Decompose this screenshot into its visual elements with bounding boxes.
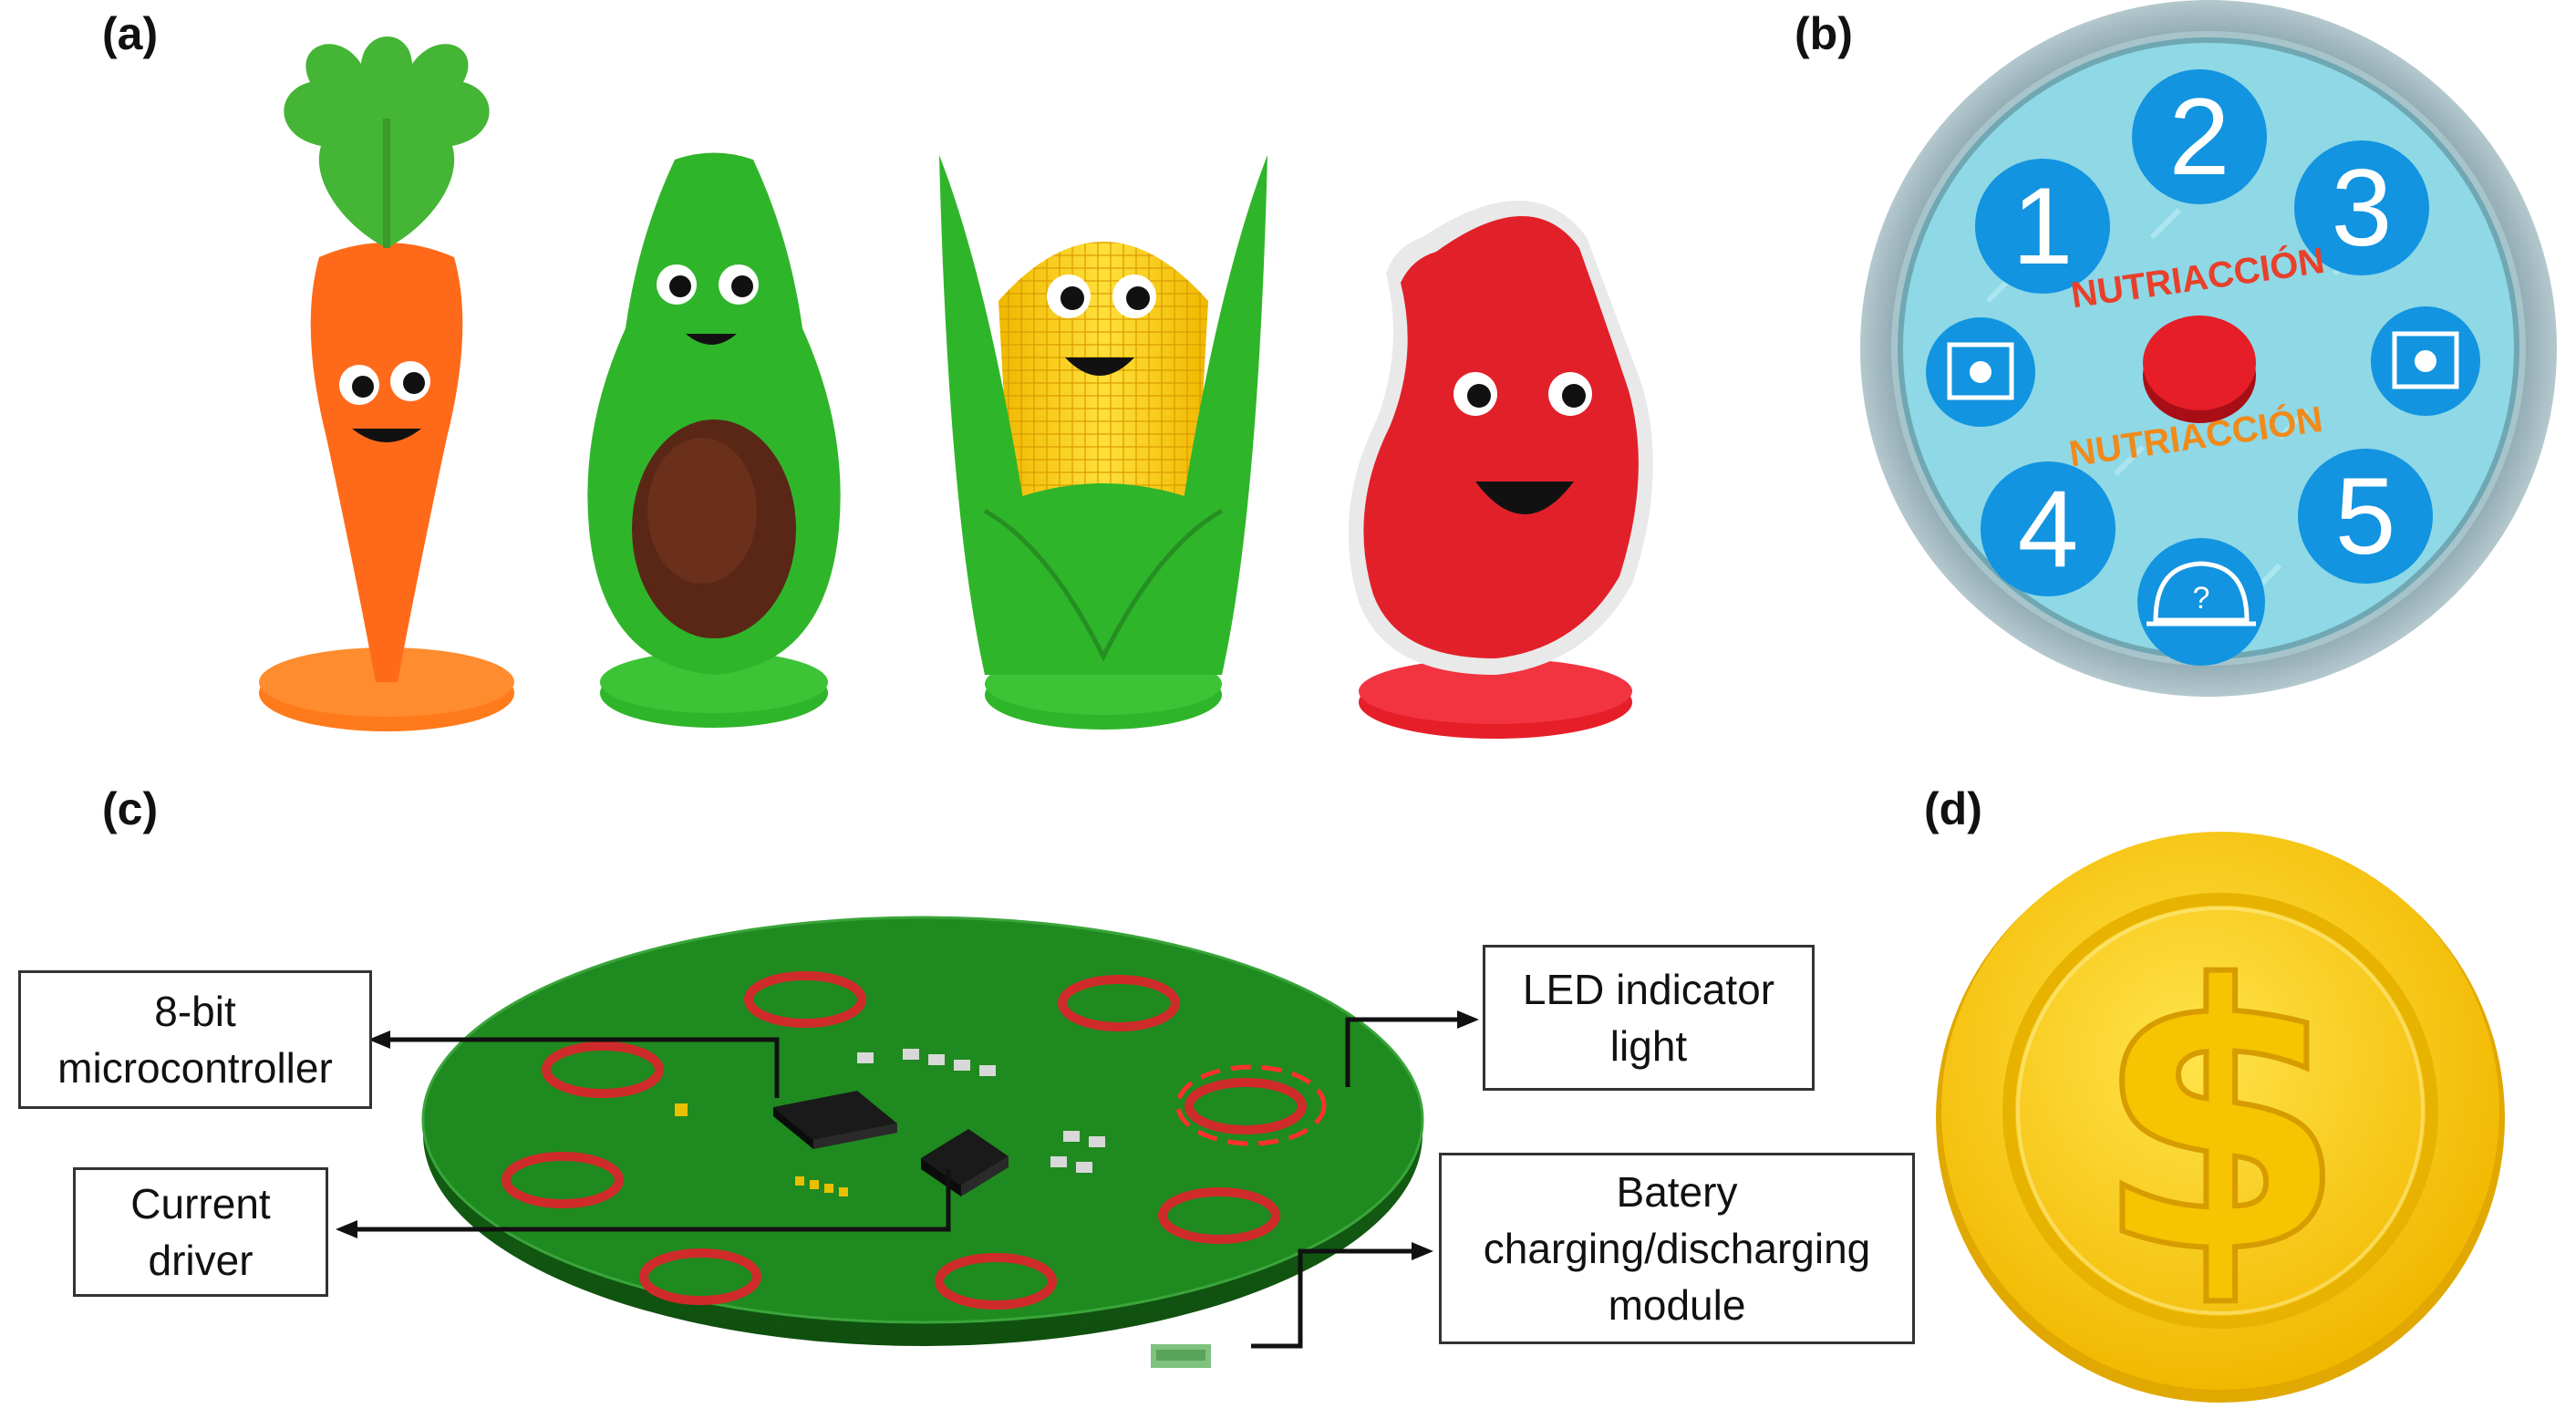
token-4-label: 4 [2018,468,2079,590]
callout-led-line2: light [1609,1022,1688,1070]
cloche-icon [2153,561,2250,623]
led-ring [542,1041,664,1098]
pcb-board [421,916,1424,1368]
led-leader [1345,1017,1470,1087]
callout-driver-line1: Current [130,1179,271,1227]
callout-microcontroller-line2: microcontroller [57,1044,333,1092]
callout-battery-line3: module [1608,1281,1746,1330]
battery-module-connector [1151,1344,1211,1368]
coin-token: $ [1936,832,2505,1403]
microcontroller-leader [376,1037,780,1098]
leader-lines [336,1010,1479,1349]
callout-battery-line2: charging/discharging [1483,1224,1871,1272]
microcontroller-chip [773,1091,897,1149]
led-ring [1058,975,1180,1031]
led-arrowhead [1457,1010,1479,1029]
token-3-label: 3 [2332,147,2393,269]
shop-icon [1947,342,2014,400]
driver-arrowhead [336,1220,357,1238]
token-4: 4 [1981,461,2116,596]
avocado-piece [587,152,841,728]
led-ring [502,1152,624,1208]
callout-led-indicator: LED indicator light [1483,945,1815,1091]
mystery-label: ? [2193,581,2210,616]
panel-label-c: (c) [102,783,159,834]
callout-microcontroller: 8-bit microcontroller [18,970,372,1109]
panel-label-b: (b) [1795,8,1853,59]
token-2: 2 [2132,69,2267,204]
led-ring [639,1248,761,1305]
center-red-button [2143,316,2256,423]
shop-token-right [2371,306,2480,416]
panel-label-a: (a) [102,8,159,59]
callout-current-driver: Current driver [73,1167,328,1297]
led-ring [935,1253,1057,1310]
corn-piece [939,155,1267,730]
token-1: 1 [1975,159,2110,294]
led-ring [1158,1187,1280,1244]
meat-piece [1348,201,1653,739]
callout-driver-line2: driver [148,1237,253,1284]
led-ring [1185,1078,1307,1134]
led-ring [744,971,866,1028]
token-5: 5 [2298,449,2433,584]
current-driver-chip [921,1129,1009,1196]
carrot-piece [259,36,514,731]
battery-leader [1251,1248,1424,1349]
battery-arrowhead [1412,1242,1433,1260]
driver-leader [343,1169,951,1232]
token-5-label: 5 [2335,455,2396,577]
shop-icon [2392,331,2459,389]
dollar-sign-icon: $ [2094,910,2347,1334]
mystery-token: ? [2137,538,2265,666]
led-indicator-highlight [1175,1064,1327,1146]
token-1-label: 1 [2012,165,2074,287]
token-3: 3 [2294,140,2429,275]
shop-token-left [1926,317,2035,427]
token-2-label: 2 [2169,76,2230,198]
callout-battery-line1: Batery [1616,1167,1738,1216]
panel-label-d: (d) [1924,783,1982,834]
callout-microcontroller-line1: 8-bit [154,987,236,1035]
callout-battery-module: Batery charging/discharging module [1439,1153,1915,1344]
microcontroller-arrowhead [368,1031,390,1049]
callout-led-line1: LED indicator [1522,965,1775,1013]
